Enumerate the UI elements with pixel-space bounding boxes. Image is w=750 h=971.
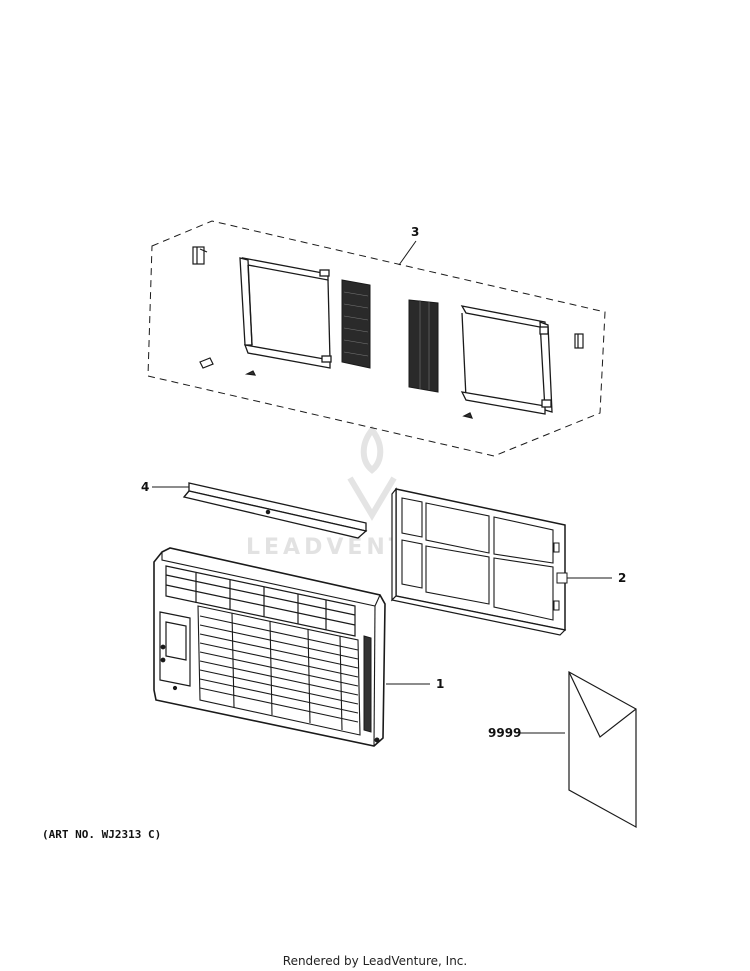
callout-9999-label: 9999 (488, 726, 522, 740)
watermark-logo (347, 425, 397, 521)
part-9999-owners-manual (568, 670, 637, 829)
kit-right-foam-seal (408, 299, 439, 393)
kit-left-foam-seal (341, 279, 371, 369)
part-3-installation-kit (147, 220, 606, 457)
kit-screws (199, 357, 473, 419)
callout-2-label: 2 (618, 571, 627, 585)
art-number: (ART NO. WJ2313 C) (42, 828, 162, 841)
part-4-top-rail (182, 482, 368, 539)
callout-3-leader (398, 240, 417, 266)
kit-left-curtain-frame (239, 257, 332, 369)
kit-right-curtain-frame (460, 305, 553, 415)
callout-4-label: 4 (141, 480, 150, 494)
part-2-air-filter (390, 487, 568, 636)
callout-3-label: 3 (411, 225, 420, 239)
footer-credit: Rendered by LeadVenture, Inc. (282, 954, 468, 968)
part-1-front-grille (153, 547, 386, 747)
callout-1-label: 1 (436, 677, 445, 691)
kit-dashed-boundary (147, 220, 606, 457)
kit-bracket-right (574, 333, 584, 349)
kit-bracket-top-left (192, 246, 208, 265)
control-panel (159, 611, 191, 691)
